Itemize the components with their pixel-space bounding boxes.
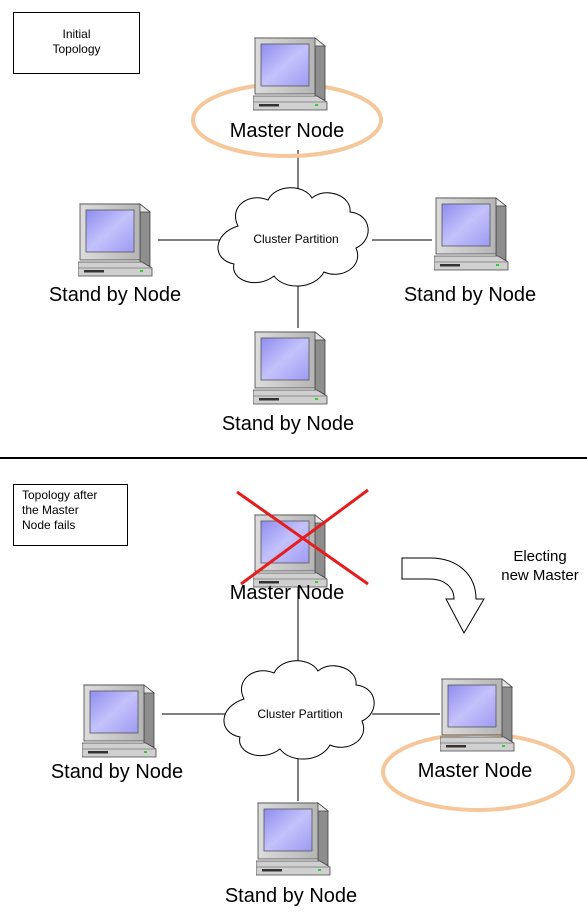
standby-bottom-label: Stand by Node [221,413,355,435]
failed-master-computer-icon [253,514,328,588]
cloud-label: Cluster Partition [257,707,343,721]
connections-layer [158,82,432,328]
connections-layer [162,557,575,812]
standby-bottom-label: Stand by Node [224,885,358,907]
cloud-icon [217,187,369,287]
standby-bottom-computer-icon [256,802,331,876]
standby-left-computer-icon [82,684,157,758]
cloud-label: Cluster Partition [253,232,339,246]
cloud-icon [223,660,375,760]
standby-left-computer-icon [78,203,153,277]
standby-bottom-computer-icon [253,331,328,405]
section-divider [0,457,587,459]
failover-topology-panel: Topology after the Master Node fails Mas… [0,461,587,916]
caption-box: Topology after the Master Node fails [13,484,128,546]
master-node-label: Master Node [229,120,345,142]
curved-arrow-icon [401,557,485,635]
initial-topology-panel: Initial Topology Master Node Stand by No… [0,0,587,455]
failed-master-label: Master Node [229,582,345,604]
new-master-computer-icon [440,678,515,752]
new-master-label: Master Node [417,760,533,782]
caption-box: Initial Topology [13,12,140,74]
master-computer-icon [253,37,328,111]
standby-left-label: Stand by Node [48,284,182,306]
electing-new-master-label: Electing new Master [501,548,579,584]
standby-left-label: Stand by Node [50,761,184,783]
standby-right-computer-icon [434,197,509,271]
standby-right-label: Stand by Node [403,284,537,306]
